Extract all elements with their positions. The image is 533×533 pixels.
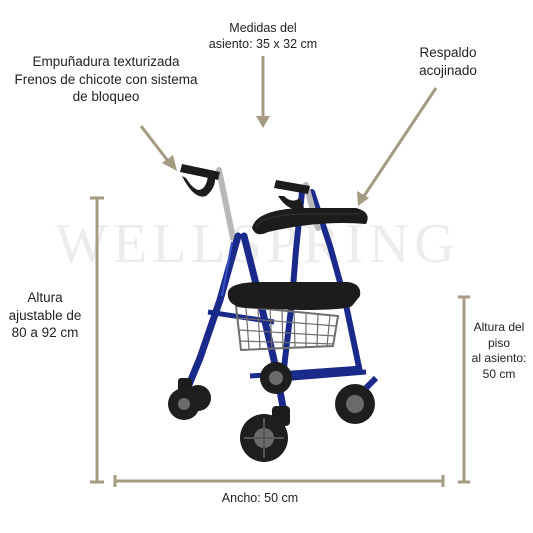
seat [227, 282, 361, 310]
rear-right-wheel [335, 375, 379, 424]
grip-brake-line: de bloqueo [72, 89, 140, 105]
floor-to-seat-label: Altura del piso al asiento: 50 cm [466, 320, 532, 382]
seat-size-label: Medidas del asiento: 35 x 32 cm [200, 20, 326, 53]
basket [234, 304, 340, 352]
height-line: ajustable de [8, 307, 82, 323]
grip-brake-label: Empuñadura texturizada Frenos de chicote… [8, 53, 204, 106]
floor-to-seat-line: piso [487, 335, 510, 350]
height-line: 80 a 92 cm [11, 325, 79, 341]
backrest-label: Respaldo acojinado [400, 44, 496, 79]
rollator-walker [168, 164, 379, 462]
floor-to-seat-line: Altura del [473, 320, 525, 334]
backrest [252, 208, 368, 235]
backrest-arrow [362, 87, 438, 197]
front-right-wheel [240, 406, 290, 462]
floor-to-seat-line: 50 cm [482, 366, 516, 381]
rear-left-wheel [260, 362, 292, 394]
front-left-wheel [168, 378, 211, 420]
grip-brake-line: Empuñadura texturizada [32, 54, 180, 69]
dimension-lines [90, 196, 470, 487]
height-line: Altura [27, 290, 63, 305]
right-handle [274, 180, 310, 194]
height-label: Altura ajustable de 80 a 92 cm [0, 289, 90, 342]
width-label: Ancho: 50 cm [200, 490, 320, 506]
pointer-arrows [139, 56, 438, 206]
seat-size-line: asiento: 35 x 32 cm [208, 37, 318, 52]
backrest-line: Respaldo [419, 45, 477, 60]
backrest-line: acojinado [419, 62, 477, 78]
grip-arrow [139, 125, 170, 162]
width-line: Ancho: 50 cm [221, 491, 299, 505]
grip-brake-line: Frenos de chicote con sistema [14, 71, 198, 87]
floor-to-seat-line: al asiento: [471, 351, 527, 366]
seat-size-line: Medidas del [229, 21, 297, 35]
